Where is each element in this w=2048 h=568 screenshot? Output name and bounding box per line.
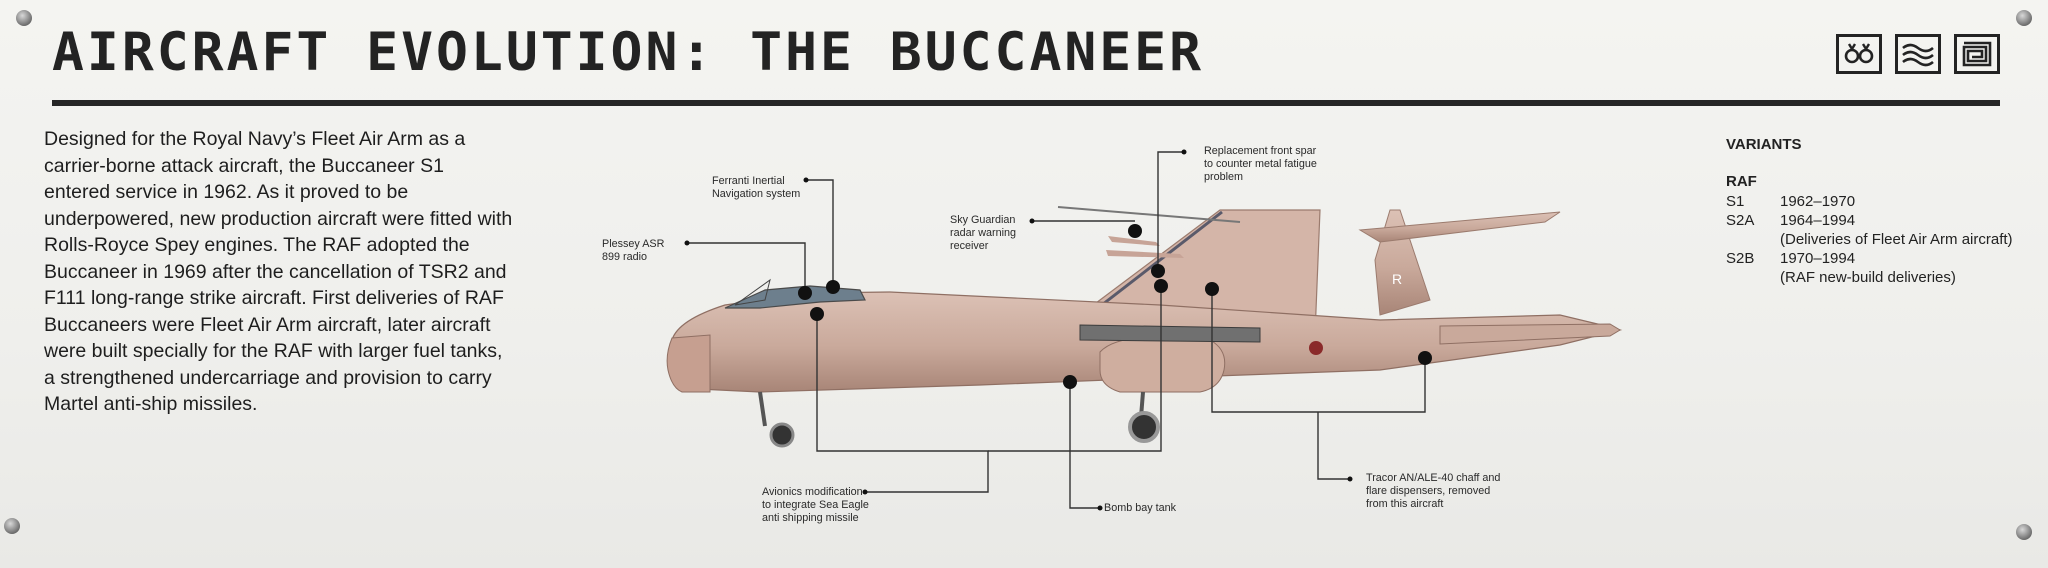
screw-bottom-right [2016, 524, 2032, 540]
variant-row: S2A 1964–1994 (Deliveries of Fleet Air A… [1726, 211, 2026, 249]
title-underline [52, 100, 2000, 106]
callout-markers [684, 149, 1432, 511]
variants-section: VARIANTS RAF S1 1962–1970 S2A 1964–1994 … [1726, 136, 2026, 287]
callout-front-spar: Replacement front spar to counter metal … [1204, 145, 1317, 183]
callout-avionics: Avionics modification to integrate Sea E… [762, 486, 869, 524]
header-icons [1836, 34, 2000, 74]
aircraft-illustration: R [666, 149, 1623, 511]
callout-bomb-bay: Bomb bay tank [1104, 502, 1177, 514]
aircraft-diagram: R [560, 130, 1640, 540]
variant-years: 1962–1970 [1780, 193, 1856, 210]
callout-sky-guardian: Sky Guardian radar warning receiver [950, 214, 1017, 252]
variant-code: S1 [1726, 193, 1745, 210]
screw-top-right [2016, 10, 2032, 26]
tail-letter: R [1392, 271, 1402, 287]
callout-plessey-radio: Plessey ASR 899 radio [602, 238, 665, 263]
variants-group-raf: RAF [1726, 173, 1757, 190]
bomb-icon [1836, 34, 1882, 74]
callout-ferranti-navigation: Ferranti Inertial Navigation system [712, 175, 801, 200]
screw-top-left [16, 10, 32, 26]
square-spiral-icon [1954, 34, 2000, 74]
variant-years: 1970–1994 [1780, 250, 1856, 267]
callout-tracor: Tracor AN/ALE-40 chaff and flare dispens… [1366, 472, 1501, 510]
variant-code: S2B [1726, 250, 1755, 267]
variant-row: S1 1962–1970 [1726, 192, 2026, 211]
screw-bottom-left [4, 518, 20, 534]
variant-code: S2A [1726, 212, 1755, 229]
page-title: AIRCRAFT EVOLUTION: THE BUCCANEER [52, 22, 1204, 83]
intro-text: Designed for the Royal Navy’s Fleet Air … [44, 128, 513, 415]
variant-years: 1964–1994 [1780, 212, 1856, 229]
waves-icon [1895, 34, 1941, 74]
variant-note: (Deliveries of Fleet Air Arm aircraft) [1780, 231, 2013, 248]
variant-row: S2B 1970–1994 (RAF new-build deliveries) [1726, 249, 2026, 287]
variant-note: (RAF new-build deliveries) [1780, 269, 1956, 286]
variants-heading: VARIANTS [1726, 136, 1802, 153]
